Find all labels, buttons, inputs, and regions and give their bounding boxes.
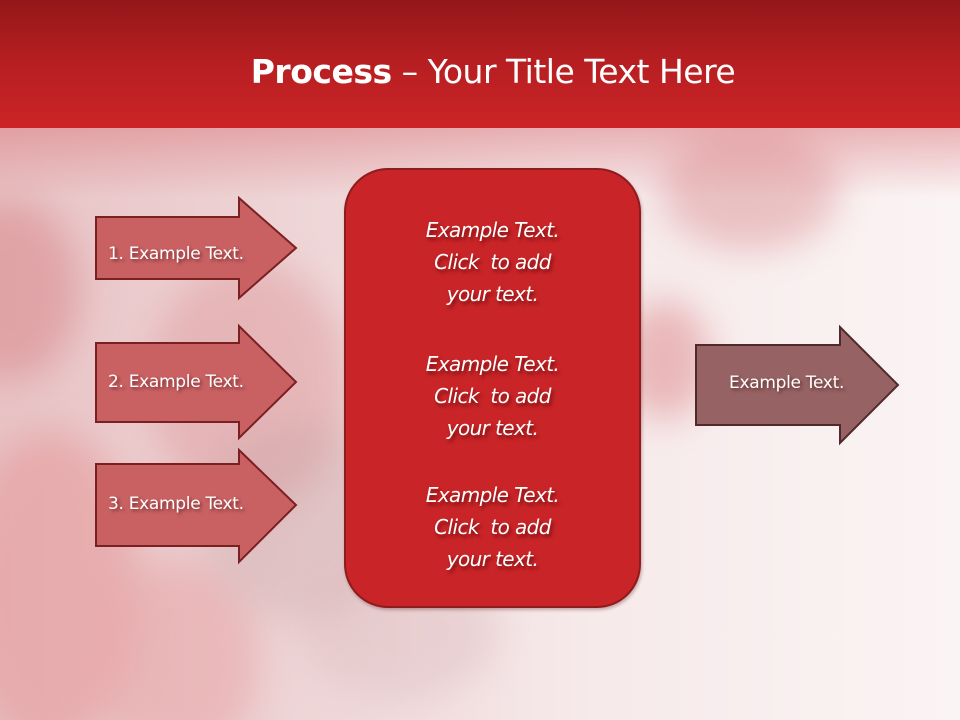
center-text-block-2[interactable]: Example Text. Click to add your text. <box>346 348 639 444</box>
center-text-block-3[interactable]: Example Text. Click to add your text. <box>346 479 639 575</box>
input-arrow-label: 1. Example Text. <box>108 244 244 264</box>
title-rest-part: – Your Title Text Here <box>391 52 736 91</box>
text-line: your text. <box>446 416 539 440</box>
right-arrow-icon <box>95 195 298 301</box>
text-line: Click to add <box>434 250 551 274</box>
center-text-block-1[interactable]: Example Text. Click to add your text. <box>346 214 639 310</box>
output-arrow[interactable]: Example Text. <box>695 324 900 446</box>
text-line: your text. <box>446 547 539 571</box>
input-arrow-label: 3. Example Text. <box>108 494 244 514</box>
output-arrow-label: Example Text. <box>729 373 845 393</box>
text-line: Click to add <box>434 515 551 539</box>
input-arrow-2[interactable]: 2. Example Text. <box>95 323 298 441</box>
right-arrow-icon <box>695 324 900 446</box>
center-process-box[interactable]: Example Text. Click to add your text. Ex… <box>344 168 641 608</box>
slide-title[interactable]: Process – Your Title Text Here <box>0 52 960 91</box>
title-bold-part: Process <box>250 52 392 91</box>
text-line: Example Text. <box>425 352 560 376</box>
right-arrow-icon <box>95 447 298 565</box>
input-arrow-3[interactable]: 3. Example Text. <box>95 447 298 565</box>
input-arrow-1[interactable]: 1. Example Text. <box>95 195 298 301</box>
input-arrow-label: 2. Example Text. <box>108 372 244 392</box>
right-arrow-icon <box>95 323 298 441</box>
text-line: Example Text. <box>425 218 560 242</box>
text-line: Click to add <box>434 384 551 408</box>
text-line: Example Text. <box>425 483 560 507</box>
text-line: your text. <box>446 282 539 306</box>
title-bar <box>0 0 960 128</box>
